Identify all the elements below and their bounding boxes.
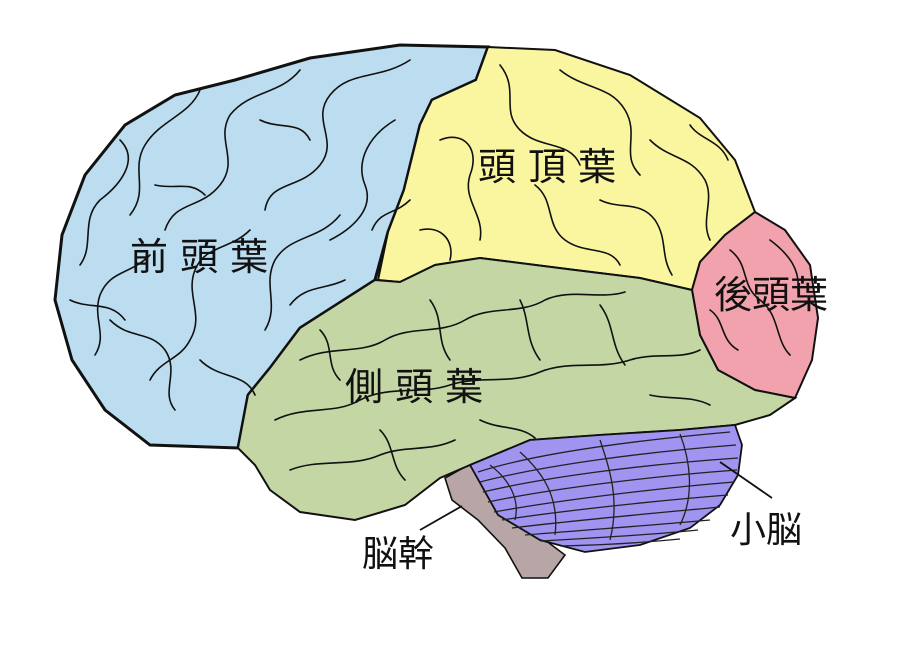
occipital-gyri [709, 239, 799, 356]
cerebellum-label: 小脳 [730, 510, 802, 551]
brainstem-leader-line [419, 505, 463, 531]
frontal-gyri [69, 59, 411, 411]
occipital-lobe-label: 後頭葉 [714, 273, 828, 317]
temporal-lobe-label: 側 頭 葉 [345, 365, 483, 409]
parietal-lobe-label: 頭 頂 葉 [478, 145, 616, 189]
lobe-boundary-dashed [479, 257, 693, 291]
temporal-gyri [274, 291, 711, 481]
cerebellum-leader-line [719, 461, 773, 499]
parietal-gyri [419, 64, 729, 276]
frontal-lobe-label: 前 頭 葉 [130, 235, 268, 279]
brainstem-label: 脳幹 [362, 534, 434, 575]
cerebellum-folia [477, 431, 739, 547]
temporal-lobe-region [236, 256, 798, 522]
